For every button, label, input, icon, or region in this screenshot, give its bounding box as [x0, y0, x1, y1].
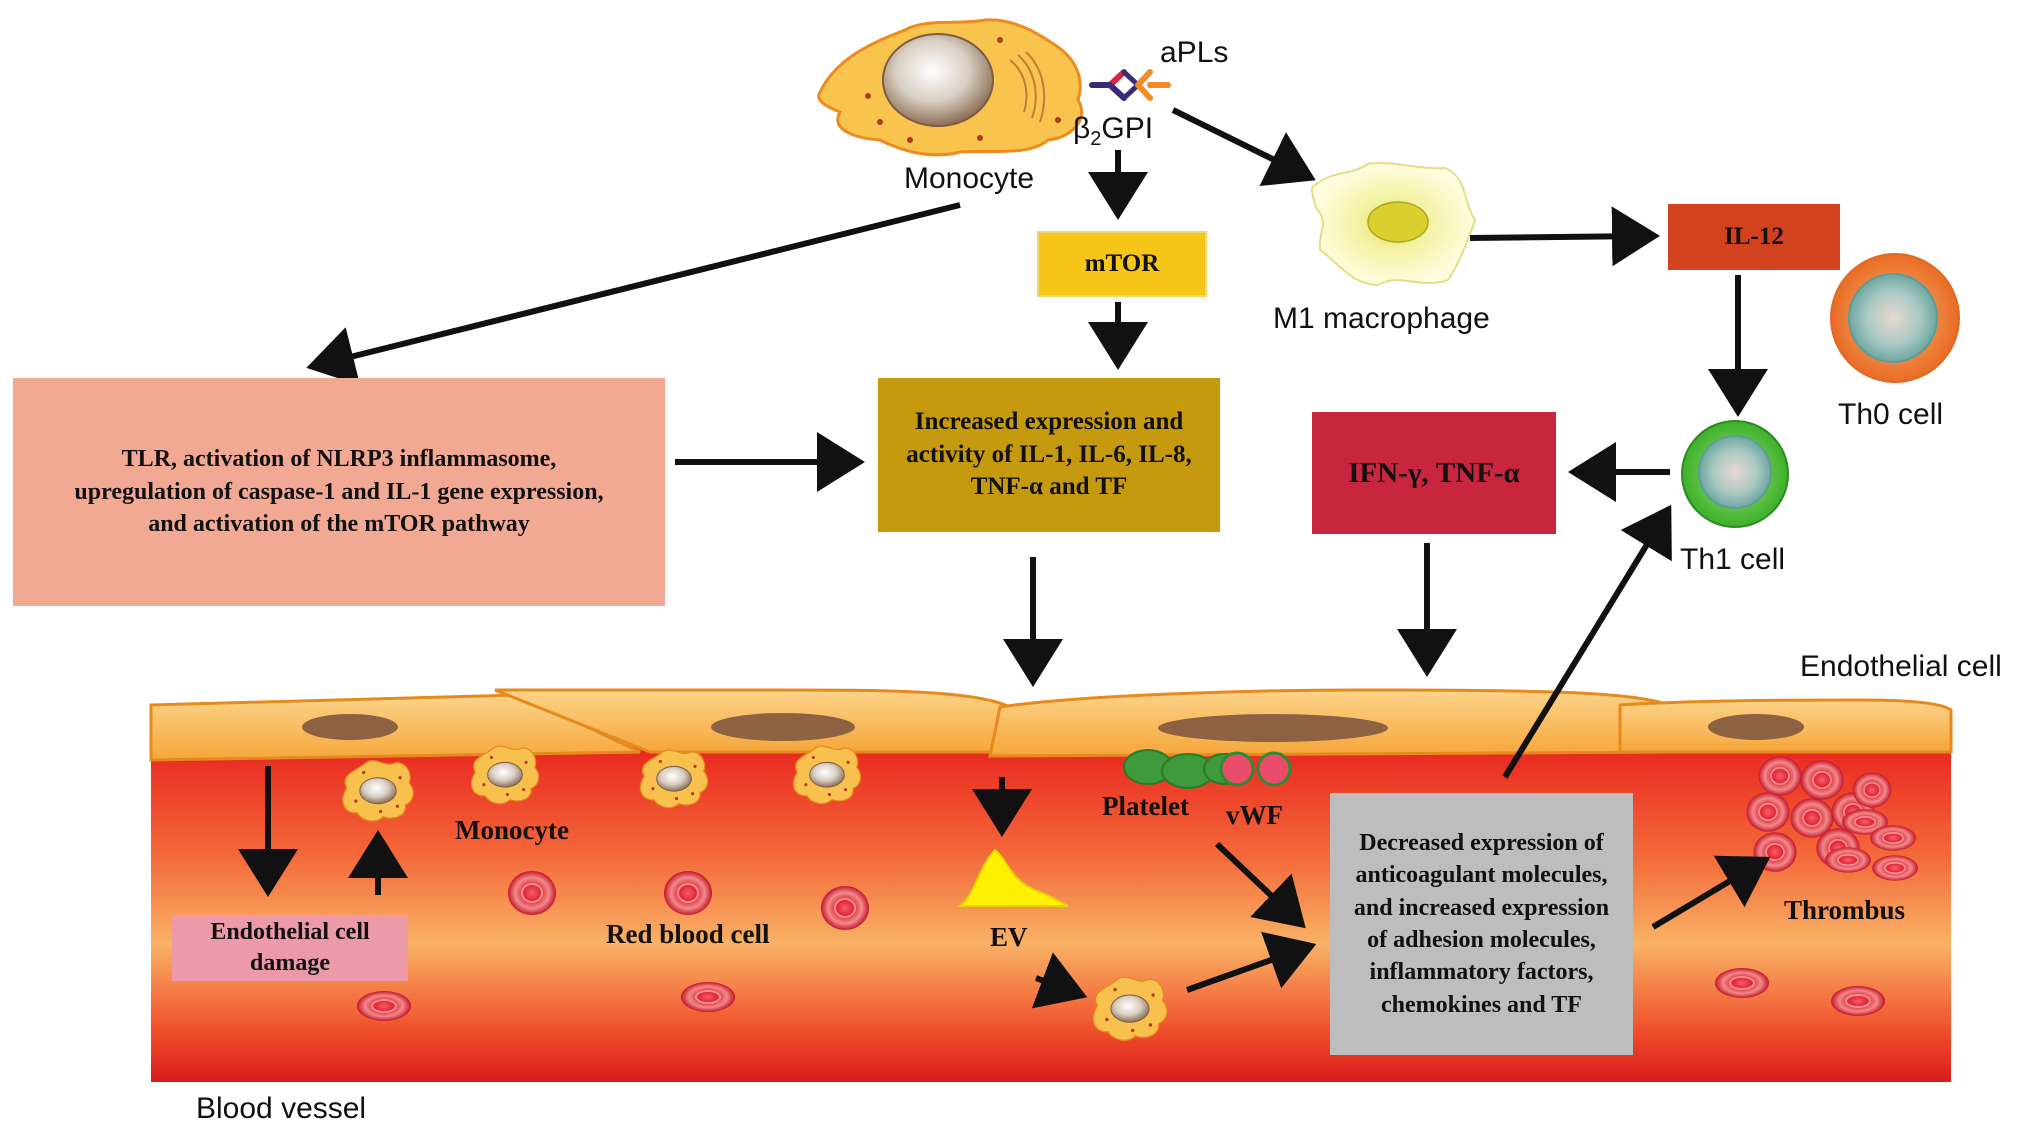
increased-expression-box-text: Increased expression and activity of IL-…: [906, 408, 1192, 501]
b2gpi-label: β2GPI: [1073, 112, 1153, 151]
endothelial-cell-label: Endothelial cell: [1800, 650, 2002, 683]
endothelial-damage-box-text: Endothelial cell damage: [210, 918, 370, 976]
th1-cell-label: Th1 cell: [1680, 543, 1786, 576]
decreased-expression-box-text: Decreased expression of anticoagulant mo…: [1353, 829, 1610, 1018]
apls-label: aPLs: [1160, 36, 1229, 69]
il12-box-text: IL-12: [1724, 223, 1784, 250]
vwf-label: vWF: [1226, 800, 1283, 830]
decreased-expression-box: Decreased expression of anticoagulant mo…: [1330, 793, 1633, 1055]
b2gpi-rest: GPI: [1101, 112, 1154, 145]
b2gpi-beta: β: [1073, 112, 1091, 145]
th0-cell-label: Th0 cell: [1838, 398, 1944, 431]
red-blood-cell-label: Red blood cell: [606, 919, 770, 949]
ev-icon: [956, 848, 1069, 907]
monocyte-top-label: Monocyte: [904, 162, 1035, 195]
ifn-box-text: IFN-γ, TNF-α: [1348, 456, 1520, 489]
ev-label: EV: [990, 922, 1028, 952]
il12-box: IL-12: [1668, 204, 1840, 270]
mtor-box-text: mTOR: [1084, 250, 1160, 277]
tlr-box: TLR, activation of NLRP3 inflammasome, u…: [13, 378, 665, 606]
thrombus-label: Thrombus: [1784, 895, 1906, 925]
mtor-box: mTOR: [1037, 231, 1207, 297]
monocyte-top-icon: [817, 18, 1084, 157]
antibody-icon: [1089, 69, 1171, 101]
th1-cell-icon: [1681, 420, 1789, 528]
b2gpi-sub: 2: [1090, 128, 1102, 150]
endothelial-damage-box: Endothelial cell damage: [172, 915, 408, 981]
m1-macrophage-icon: [1310, 162, 1477, 287]
arrows: [238, 107, 1771, 1009]
platelet-label: Platelet: [1102, 791, 1189, 821]
increased-expression-box: Increased expression and activity of IL-…: [878, 378, 1220, 532]
th0-cell-icon: [1830, 253, 1960, 383]
ifn-box: IFN-γ, TNF-α: [1312, 412, 1556, 534]
endothelial-cell-icon: [149, 688, 1953, 762]
m1-macrophage-label: M1 macrophage: [1273, 302, 1490, 335]
vwf-icon: [1219, 751, 1292, 787]
monocyte-vessel-label: Monocyte: [455, 815, 569, 845]
tlr-box-text: TLR, activation of NLRP3 inflammasome, u…: [74, 446, 604, 538]
blood-vessel: [151, 737, 1951, 1082]
blood-vessel-label: Blood vessel: [196, 1092, 367, 1125]
